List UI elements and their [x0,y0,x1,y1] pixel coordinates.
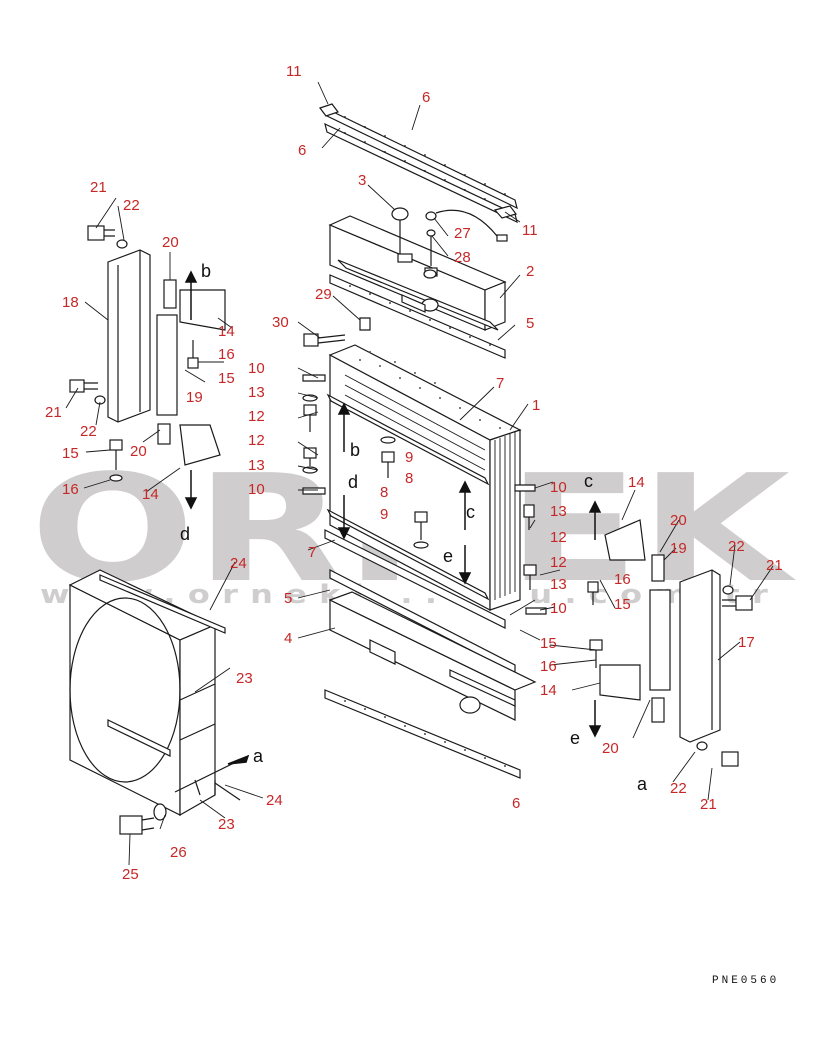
part-number: 22 [123,197,140,214]
part-number: 22 [670,780,687,797]
part-number: 11 [286,63,302,80]
part-number: 16 [540,658,557,675]
part-number: 19 [186,389,203,406]
part-number: 15 [614,596,631,613]
reference-letter: b [350,440,360,460]
radiator-core [324,344,522,629]
part-number: 10 [550,479,567,496]
reference-letter: c [466,502,475,522]
part-number: 28 [454,249,471,266]
part-number: 12 [248,432,265,449]
part-number: 5 [284,590,292,607]
part-number: 15 [62,445,79,462]
part-number: 3 [358,172,366,189]
part-number: 16 [62,481,79,498]
part-number: 16 [614,571,631,588]
part-number: 6 [512,795,520,812]
part-number: 21 [90,179,107,196]
part-number: 6 [298,142,306,159]
part-number: 30 [272,314,289,331]
reference-letter-labels: b d b d c e c e a a [180,261,648,794]
part-number: 20 [602,740,619,757]
part-number: 8 [380,484,388,501]
part-number: 23 [218,816,235,833]
part-number: 20 [130,443,147,460]
right-bracket-assembly [514,484,753,767]
centre-fasteners [302,374,429,549]
part-number: 29 [315,286,332,303]
part-number: 15 [218,370,235,387]
part-number: 15 [540,635,557,652]
reference-letter: a [253,746,264,766]
reference-arrows [184,270,602,765]
part-number: 26 [170,844,187,861]
part-number: 20 [162,234,179,251]
reference-letter: e [570,728,580,748]
part-number: 9 [405,449,413,466]
reference-letter: b [201,261,211,281]
part-number: 7 [496,375,504,392]
part-number: 12 [550,529,567,546]
reference-letter: d [348,472,358,492]
drawing-code: PNE0560 [712,975,779,987]
part-number: 25 [122,866,139,883]
part-number: 24 [266,792,283,809]
part-number: 6 [422,89,430,106]
reference-letter: c [584,471,593,491]
part-number: 14 [628,474,645,491]
part-number: 4 [284,630,292,647]
part-number: 16 [218,346,235,363]
part-number: 24 [230,555,247,572]
part-number: 14 [142,486,159,503]
part-number: 13 [248,384,265,401]
part-number: 2 [526,263,534,280]
reference-letter: d [180,524,190,544]
part-number: 18 [62,294,79,311]
part-number: 13 [550,503,567,520]
part-number: 20 [670,512,687,529]
leader-lines [65,81,774,866]
reference-letter: a [637,774,648,794]
part-number: 10 [248,481,265,498]
bolt-and-bracket-29-30 [303,317,371,347]
lower-tank [324,569,537,779]
part-number: 22 [80,423,97,440]
part-number: 10 [550,600,567,617]
part-number: 12 [248,408,265,425]
part-number: 13 [550,576,567,593]
part-number: 22 [728,538,745,555]
part-number-labels: 11 6 6 3 11 27 28 2 29 5 30 10 7 13 1 12… [45,63,783,883]
part-number: 12 [550,554,567,571]
cap-and-sensor [391,207,508,279]
part-number: 1 [532,397,540,414]
part-number: 11 [522,222,538,239]
top-side-plates [319,103,518,224]
part-number: 19 [670,540,687,557]
part-number: 21 [766,557,783,574]
part-number: 5 [526,315,534,332]
reference-letter: e [443,546,453,566]
left-bracket-assembly [69,225,226,482]
part-number: 9 [380,506,388,523]
part-number: 23 [236,670,253,687]
part-number: 14 [540,682,557,699]
part-number: 21 [45,404,62,421]
part-number: 17 [738,634,755,651]
part-number: 13 [248,457,265,474]
part-number: 21 [700,796,717,813]
part-number: 8 [405,470,413,487]
part-number: 14 [218,323,235,340]
part-number: 27 [454,225,471,242]
upper-tank [328,215,507,359]
part-number: 7 [308,544,316,561]
part-number: 10 [248,360,265,377]
fan-shroud [68,569,241,835]
